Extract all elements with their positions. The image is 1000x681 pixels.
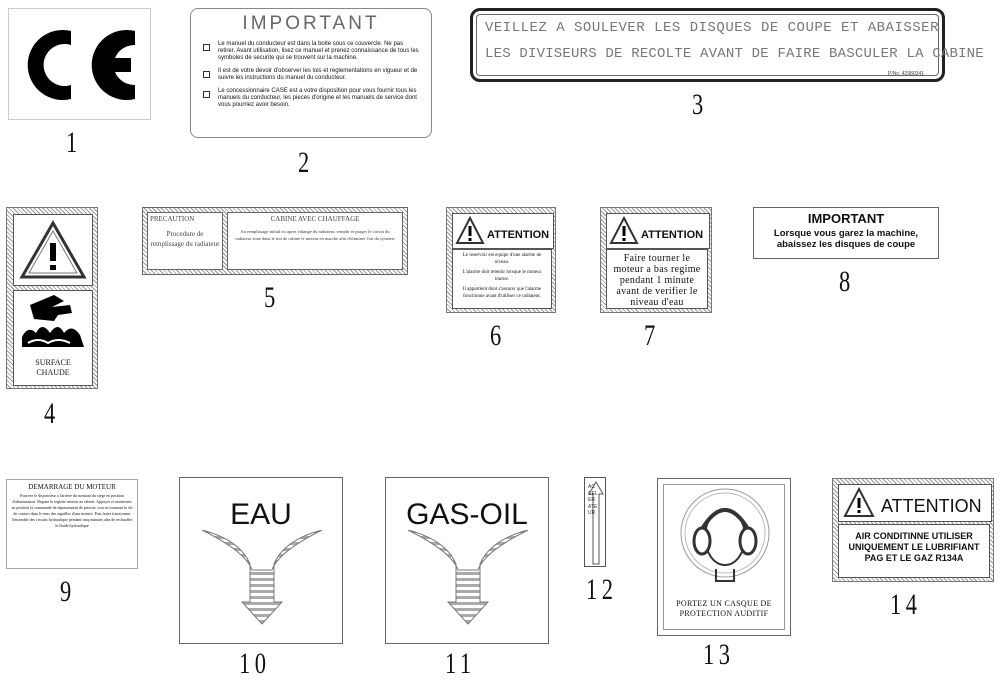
decal-12-number: 12 <box>586 573 618 606</box>
decal-10: EAU 10 <box>179 477 343 680</box>
decal-6-line: L'alarme doit retentir lorsque le moteur… <box>462 270 542 282</box>
accelerator-decal: ACCELERATEUR <box>584 477 606 567</box>
decal-7: ATTENTION Faire tourner le moteur a bas … <box>600 207 712 355</box>
decal-6-header: ATTENTION <box>487 229 550 241</box>
decal-7-body: Faire tourner le moteur a bas regime pen… <box>613 253 701 308</box>
decal-8-number: 8 <box>839 265 855 298</box>
warning-triangle-icon <box>609 216 639 244</box>
decal-13-text: PORTEZ UN CASQUE DE PROTECTION AUDITIF <box>676 599 772 618</box>
decal-5-left-title: PRECAUTION <box>150 215 195 223</box>
decal-6-number: 6 <box>490 319 506 352</box>
ear-defender-head-icon <box>680 488 770 582</box>
up-arrow-icon <box>588 481 604 565</box>
decal-2-title: IMPORTANT <box>242 13 380 34</box>
decal-11-label: GAS-OIL <box>406 498 528 531</box>
decal-5-right-body: Au remplissage initial ou apres vidange … <box>235 229 395 241</box>
decal-7-number: 7 <box>644 319 660 352</box>
warning-triangle-icon <box>455 216 485 244</box>
decal-5-right-title: CABINE AVEC CHAUFFAGE <box>270 215 360 223</box>
important-manual-decal: IMPORTANT Le manuel du conducteur est da… <box>190 8 432 138</box>
decal-7-header: ATTENTION <box>641 229 704 241</box>
decal-2-bullet: Il est de votre devoir d'observer les lo… <box>203 68 419 82</box>
decal-4: SURFACE CHAUDE 4 <box>6 207 98 430</box>
decal-2-bullet-text: Le manuel du conducteur est dans la boit… <box>218 41 419 61</box>
decal-2-number: 2 <box>298 146 314 179</box>
decal-2-bullet: Le manuel du conducteur est dans la boit… <box>203 41 419 62</box>
air-condition-attention-decal: ATTENTION AIR CONDITINNE UTILISER UNIQUE… <box>832 478 994 582</box>
eau-decal: EAU <box>179 477 343 644</box>
ce-decal-frame: CE <box>8 8 151 120</box>
cabin-tilt-decal: VEILLEZ A SOULEVER LES DISQUES DE COUPE … <box>470 8 984 82</box>
decal-5: PRECAUTION Procedure de remplissage du r… <box>142 207 408 319</box>
decal-11: GAS-OIL 11 <box>385 477 549 680</box>
decal-9: DEMARRAGE DU MOTEUR Pourvez le disjoncte… <box>6 479 138 609</box>
decal-13: PORTEZ UN CASQUE DE PROTECTION AUDITIF 1… <box>657 478 791 678</box>
decal-12-label: ACCELERATEUR <box>588 484 598 516</box>
decal-14-body: AIR CONDITINNE UTILISER UNIQUEMENT LE LU… <box>848 531 980 563</box>
decal-4-number: 4 <box>44 397 60 430</box>
radiator-precaution-decal: PRECAUTION Procedure de remplissage du r… <box>142 207 408 275</box>
alarm-attention-decal: ATTENTION Le reservoir est equipe d'une … <box>446 207 556 313</box>
decal-3-line-2: LES DIVISEURS DE RECOLTE AVANT DE FAIRE … <box>485 46 984 62</box>
decal-3: VEILLEZ A SOULEVER LES DISQUES DE COUPE … <box>470 8 984 121</box>
engine-start-decal: DEMARRAGE DU MOTEUR Pourvez le disjoncte… <box>6 479 138 569</box>
decal-9-body: Pourvez le disjoncteur a l'arriere du mo… <box>11 493 133 528</box>
decal-8: IMPORTANT Lorsque vous garez la machine,… <box>753 207 939 299</box>
decal-1-number: 1 <box>66 126 82 159</box>
decal-5-left-body: Procedure de remplissage du radiateur <box>150 230 220 248</box>
decal-10-number: 10 <box>239 647 271 680</box>
decal-2-bullet-text: Le concessionnaire CASE est a votre disp… <box>218 88 417 108</box>
warning-triangle-icon <box>843 487 875 517</box>
decal-5-number: 5 <box>264 281 280 314</box>
water-level-attention-decal: ATTENTION Faire tourner le moteur a bas … <box>600 207 712 313</box>
warning-triangle-icon <box>19 219 87 279</box>
decal-6-line: Le reservoir est equipe d'une alarme de … <box>462 253 542 265</box>
decal-11-number: 11 <box>445 647 476 680</box>
downward-funnel-arrow-icon <box>201 530 323 625</box>
decal-3-part-number: P/No. 42980341 <box>887 71 924 77</box>
decal-3-line-1: VEILLEZ A SOULEVER LES DISQUES DE COUPE … <box>485 20 939 36</box>
decal-9-title: DEMARRAGE DU MOTEUR <box>28 483 116 491</box>
gas-oil-decal: GAS-OIL <box>385 477 549 644</box>
hearing-protection-decal: PORTEZ UN CASQUE DE PROTECTION AUDITIF <box>657 478 791 636</box>
decal-13-number: 13 <box>703 638 735 671</box>
decal-2: IMPORTANT Le manuel du conducteur est da… <box>190 8 432 179</box>
downward-funnel-arrow-icon <box>407 530 529 625</box>
hot-surface-decal: SURFACE CHAUDE <box>6 207 98 389</box>
decal-14-number: 14 <box>890 588 922 621</box>
decal-9-number: 9 <box>60 575 76 608</box>
decal-8-title: IMPORTANT <box>807 211 885 226</box>
decal-3-number: 3 <box>692 88 708 121</box>
decal-8-body: Lorsque vous garez la machine, abaissez … <box>773 228 919 250</box>
decal-1: CE 1 <box>8 8 151 159</box>
decal-2-bullet: Le concessionnaire CASE est a votre disp… <box>203 88 419 109</box>
ce-mark-icon <box>27 29 135 100</box>
decal-12: ACCELERATEUR 12 <box>584 477 624 607</box>
park-important-decal: IMPORTANT Lorsque vous garez la machine,… <box>753 207 939 259</box>
decal-6: ATTENTION Le reservoir est equipe d'une … <box>446 207 556 355</box>
decal-10-label: EAU <box>230 498 292 531</box>
decal-4-text: SURFACE CHAUDE <box>35 358 71 377</box>
hot-surface-hand-icon <box>22 295 84 347</box>
decal-14-header: ATTENTION <box>881 496 982 516</box>
decal-14: ATTENTION AIR CONDITINNE UTILISER UNIQUE… <box>832 478 994 628</box>
decal-6-line: Il appartient dont s'assurer que l'alarm… <box>462 287 542 299</box>
decal-2-bullet-text: Il est de votre devoir d'observer les lo… <box>218 68 418 81</box>
